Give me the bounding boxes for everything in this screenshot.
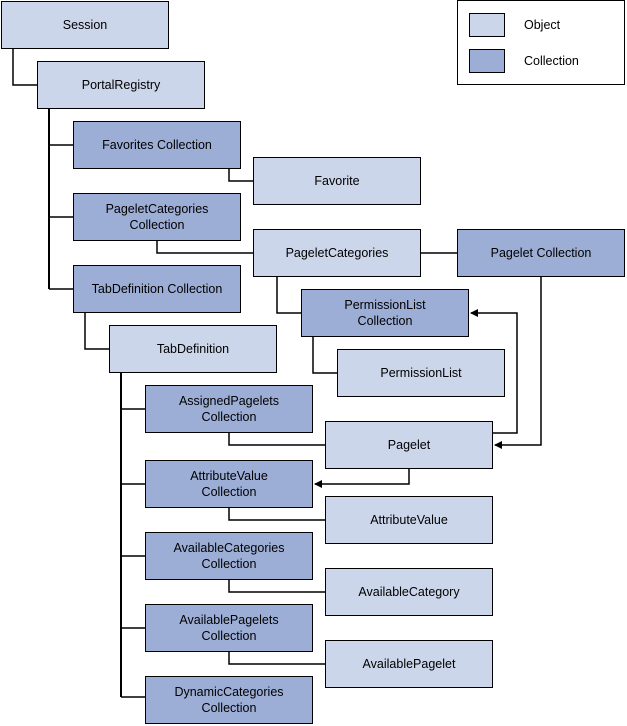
node-pagelet-categories-collection: PageletCategories Collection	[73, 193, 241, 241]
node-session: Session	[1, 1, 169, 49]
connector-availablecategories-availablecategory	[228, 580, 325, 593]
connector-pagelet-categories-permissionlist-collection	[276, 277, 301, 314]
connector-availablepagelets-availablepagelet	[228, 652, 325, 665]
node-permission-list-collection: PermissionList Collection	[301, 289, 469, 337]
connector-assigned-pagelet	[228, 433, 325, 446]
connector-pcc-pagelet-categories	[156, 241, 253, 254]
node-tab-definition: TabDefinition	[109, 325, 277, 373]
legend-collection-label: Collection	[524, 54, 579, 68]
node-portal-registry: PortalRegistry	[37, 61, 205, 109]
node-pagelet-collection: Pagelet Collection	[457, 229, 625, 277]
legend-object-label: Object	[524, 18, 561, 32]
node-available-category: AvailableCategory	[325, 568, 493, 616]
connector-attributevalue-collection-attributevalue	[228, 508, 325, 521]
arrow-pagelet-collection-pagelet	[494, 277, 542, 449]
node-tab-definition-collection: TabDefinition Collection	[73, 265, 241, 313]
connector-favorites-favorite	[228, 169, 253, 182]
legend-object-swatch	[469, 13, 505, 37]
connector-session-portalregistry	[12, 49, 37, 86]
node-attribute-value-collection: AttributeValue Collection	[145, 460, 313, 508]
node-attribute-value: AttributeValue	[325, 496, 493, 544]
connector-permissionlist-collection-permissionlist	[312, 337, 337, 374]
connector-tabdefinition-collection-tabdefinition	[84, 313, 109, 350]
arrow-pagelet-attributevalue-collection	[314, 469, 410, 488]
node-available-pagelets-collection: AvailablePagelets Collection	[145, 604, 313, 652]
node-pagelet-categories: PageletCategories	[253, 229, 421, 277]
node-favorites-collection: Favorites Collection	[73, 121, 241, 169]
arrow-pagelet-permissionlist-collection	[470, 309, 518, 434]
node-assigned-pagelets-collection: AssignedPagelets Collection	[145, 385, 313, 433]
node-available-pagelet: AvailablePagelet	[325, 640, 493, 688]
node-dynamic-categories-collection: DynamicCategories Collection	[145, 676, 313, 724]
legend: Object Collection	[457, 0, 625, 85]
legend-collection-swatch	[469, 49, 505, 73]
node-favorite: Favorite	[253, 157, 421, 205]
node-pagelet: Pagelet	[325, 421, 493, 469]
node-permission-list: PermissionList	[337, 349, 505, 397]
node-available-categories-collection: AvailableCategories Collection	[145, 532, 313, 580]
